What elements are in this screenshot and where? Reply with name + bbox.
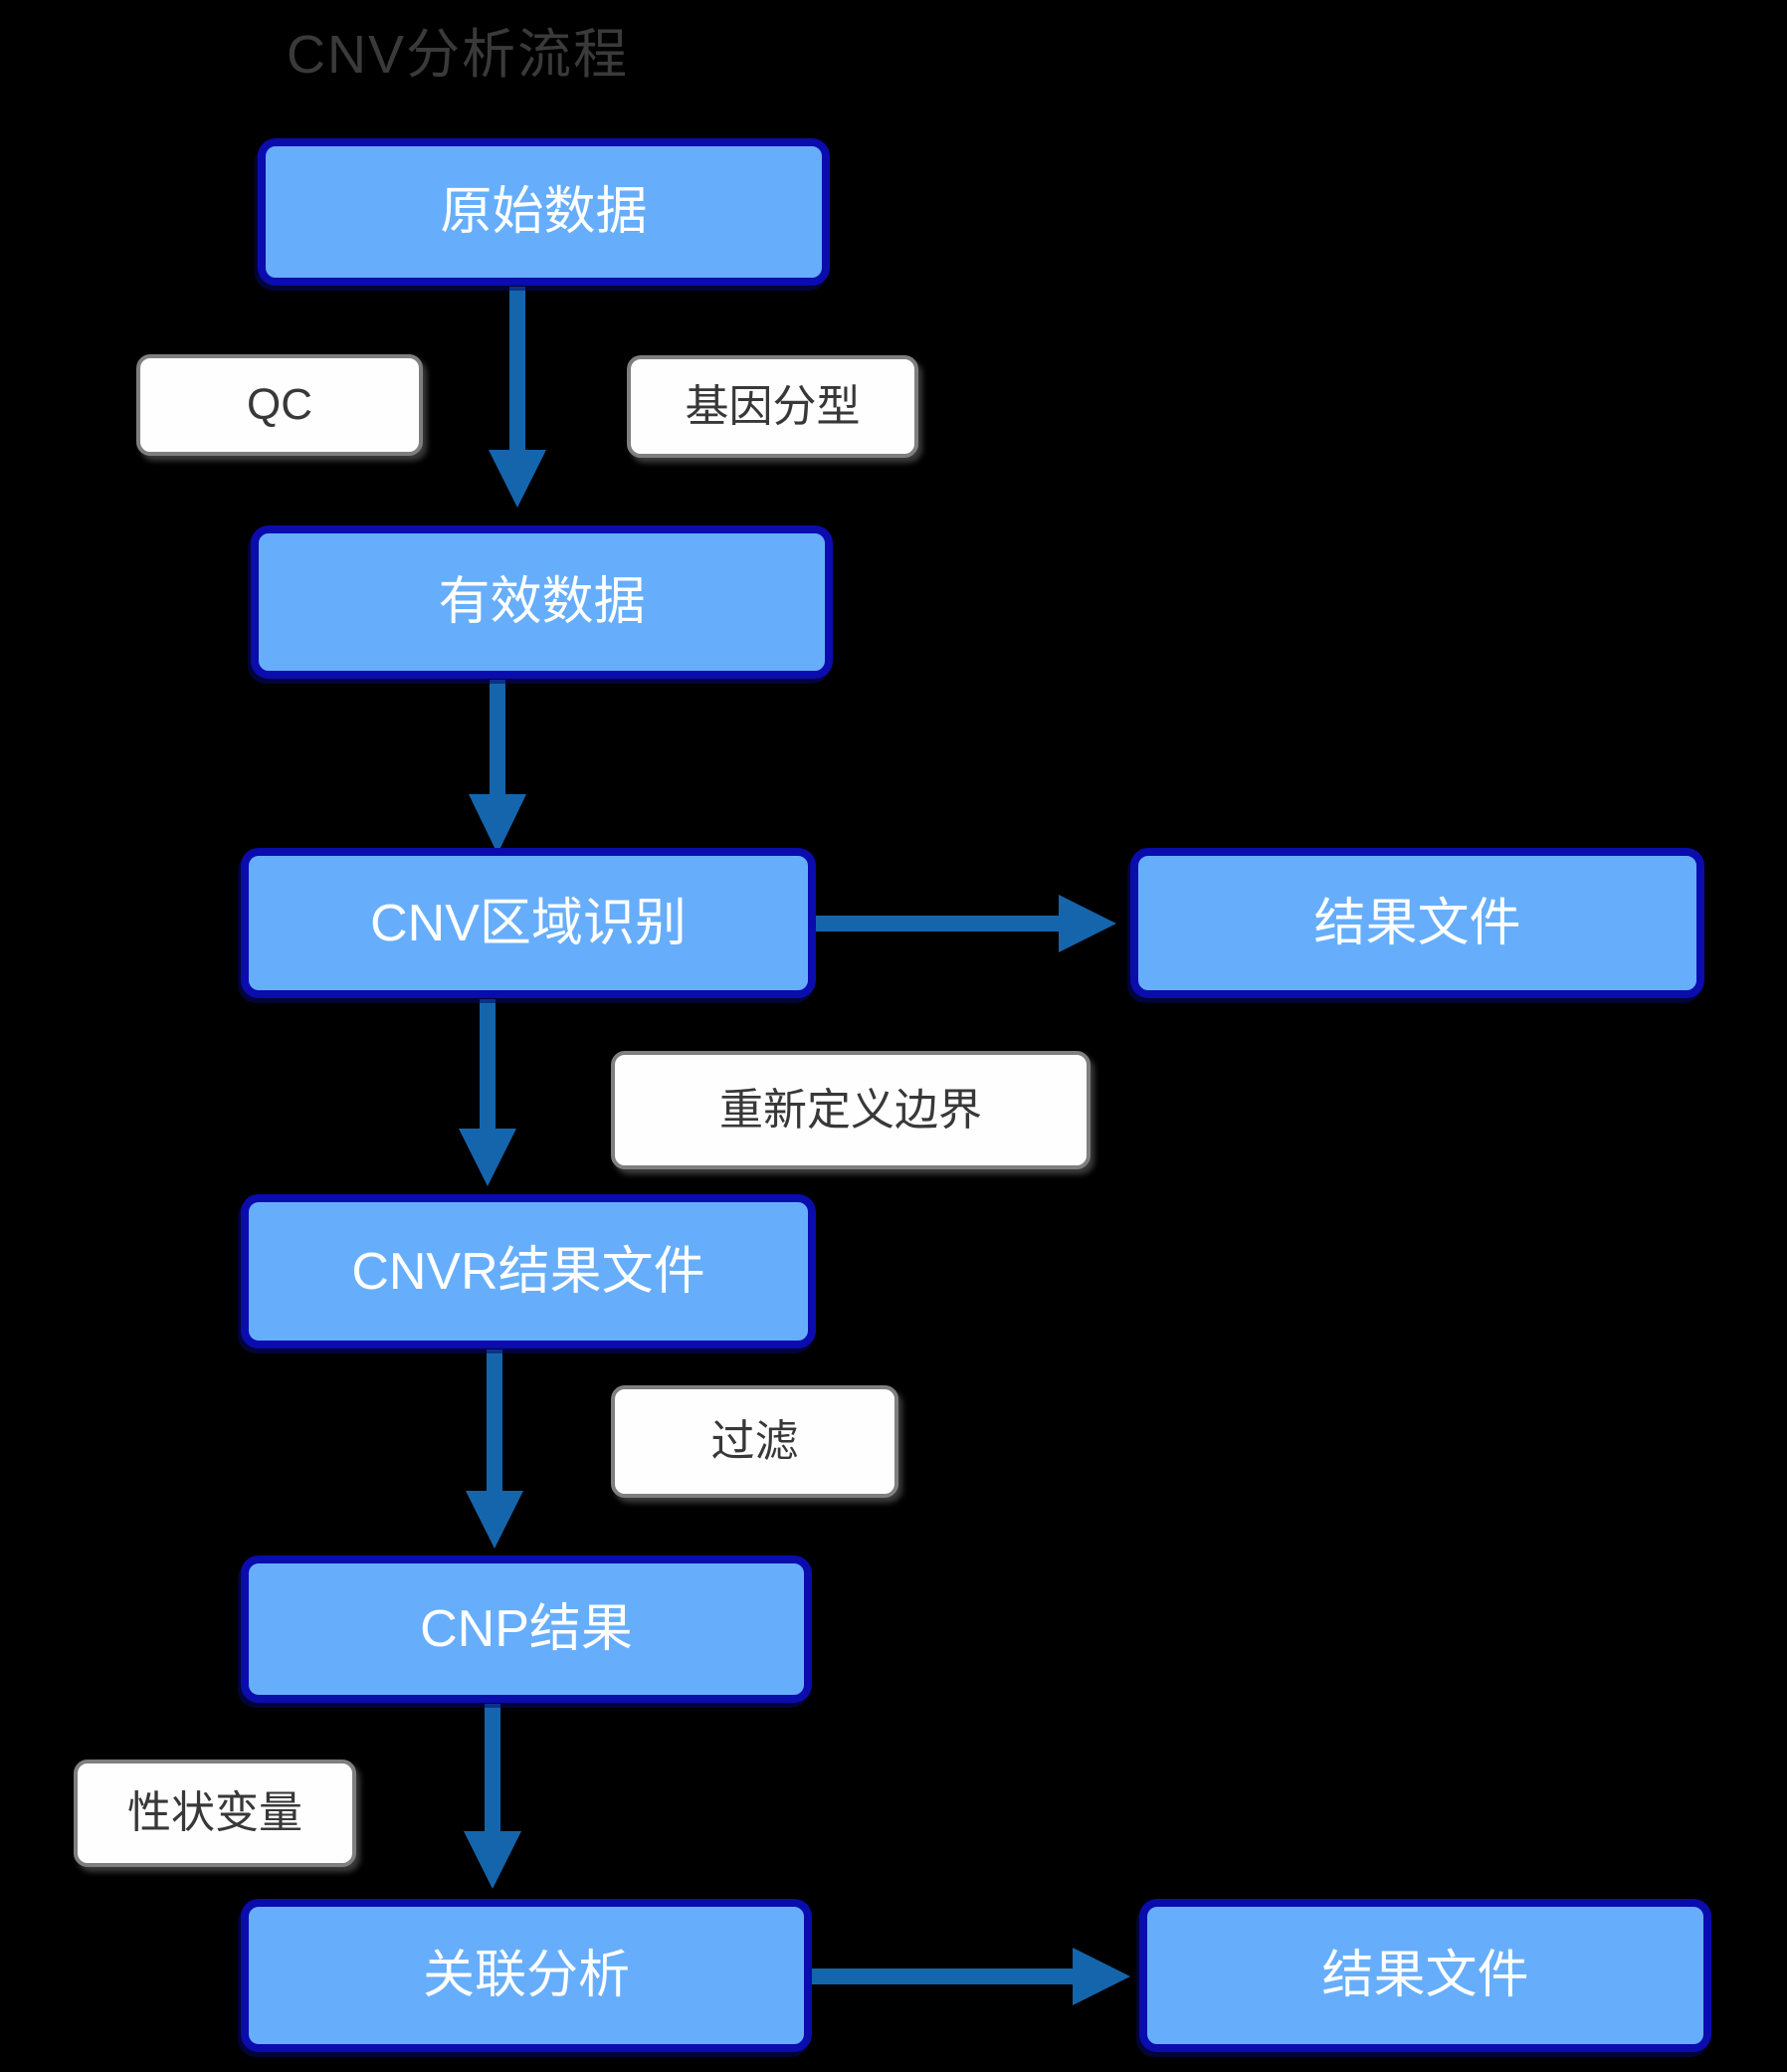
arrow-cnv-region-to-result xyxy=(816,895,1116,952)
arrow-raw-to-valid xyxy=(489,287,546,508)
edge-label-redefine-boundary: 重新定义边界 xyxy=(611,1051,1091,1169)
node-cnv-region: CNV区域识别 xyxy=(241,848,816,998)
arrow-cnvr-to-cnp xyxy=(466,1349,523,1549)
node-result-file-bottom: 结果文件 xyxy=(1139,1899,1711,2052)
arrow-valid-to-cnv-region xyxy=(469,680,526,854)
node-valid-data: 有效数据 xyxy=(251,525,833,679)
node-result-file-top: 结果文件 xyxy=(1130,848,1704,998)
node-raw-data: 原始数据 xyxy=(258,138,830,286)
edge-label-qc: QC xyxy=(136,354,423,456)
arrow-cnv-region-to-cnvr xyxy=(459,999,516,1186)
edge-label-filter: 过滤 xyxy=(611,1385,898,1498)
diagram-title: CNV分析流程 xyxy=(287,25,630,85)
node-cnp-result: CNP结果 xyxy=(241,1555,812,1703)
node-cnvr-result: CNVR结果文件 xyxy=(241,1194,816,1348)
edge-label-genotyping: 基因分型 xyxy=(627,355,918,458)
node-association: 关联分析 xyxy=(241,1899,812,2052)
arrow-cnp-to-association xyxy=(464,1704,521,1889)
edge-label-trait-variable: 性状变量 xyxy=(74,1760,356,1867)
arrow-association-to-result xyxy=(812,1948,1130,2005)
